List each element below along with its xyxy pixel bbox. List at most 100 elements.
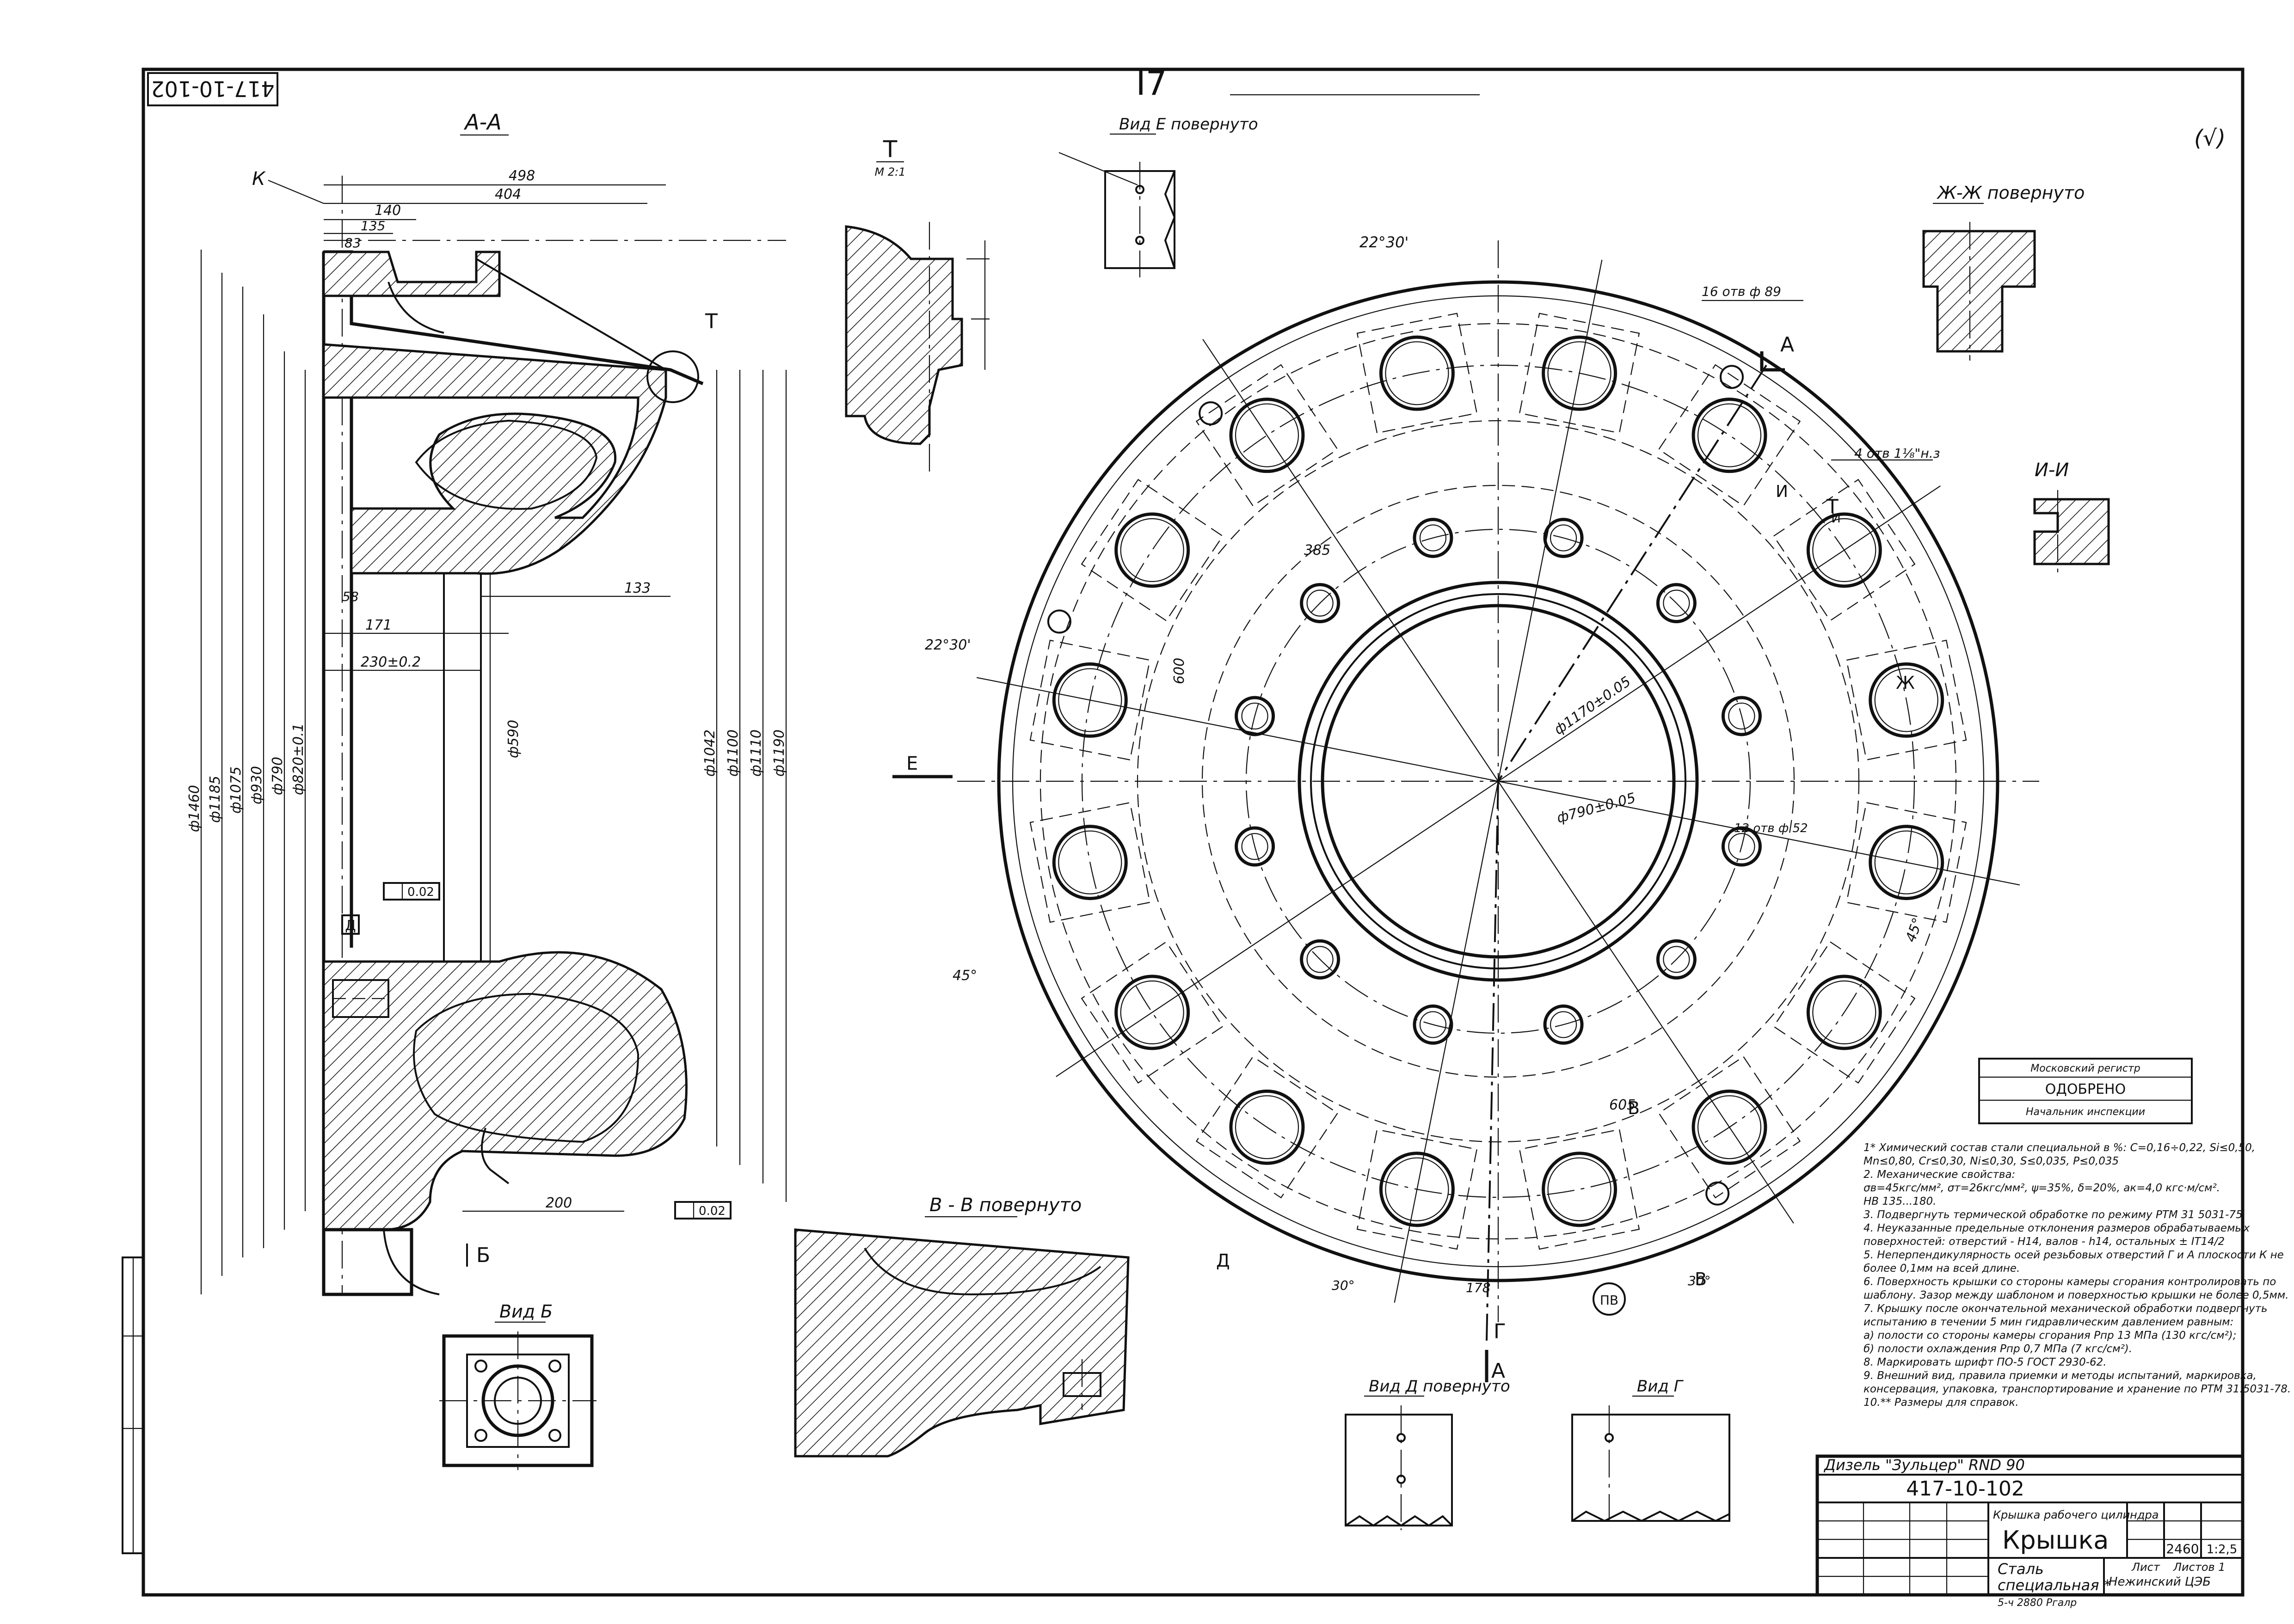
radial-line: [1497, 259, 1603, 782]
plan-r-605: 605: [1609, 1097, 1636, 1113]
stud-hole: [1114, 512, 1190, 588]
dim-58: 58: [342, 589, 359, 604]
dim-dia-590: ф590: [505, 720, 522, 758]
lower-body-section: [322, 951, 688, 1231]
note-line: 4. Неуказанные предельные отклонения раз…: [1863, 1222, 2250, 1234]
plan-label-e: Е: [906, 753, 918, 774]
stud-hole-inner: [1235, 403, 1299, 467]
plan-label-v1: В: [1628, 1098, 1640, 1118]
title-sheets: Листов 1: [2173, 1561, 2226, 1574]
title-plant: Нежинский ЦЭБ: [2109, 1575, 2211, 1589]
valve-hole-inner: [1419, 1011, 1447, 1038]
radial-line: [1498, 780, 2020, 886]
dim-dia-790: ф790: [270, 757, 286, 795]
valve-hole-inner: [1728, 833, 1755, 860]
roughness-mark: (√): [2194, 125, 2226, 151]
approval-stamp: Московский регистр ОДОБРЕНО Начальник ин…: [1978, 1058, 2193, 1124]
note-line: σв=45кгс/мм², σт=26кгс/мм², ψ=35%, δ=20%…: [1863, 1182, 2220, 1194]
plan-ang-1: 22°30': [1359, 233, 1408, 251]
stud-hole: [1379, 335, 1455, 411]
stud-hole-inner: [1547, 341, 1611, 405]
title-material-1: Сталь: [1998, 1560, 2044, 1578]
stud-hole: [1806, 512, 1882, 588]
dim-dia-1100: ф1100: [725, 729, 741, 777]
dim-dia-930: ф930: [249, 766, 265, 804]
dim-171: 171: [365, 617, 392, 633]
detail-t-title: Т: [883, 136, 898, 163]
valve-hole-inner: [1728, 702, 1755, 730]
plan-r-385: 385: [1304, 542, 1330, 558]
valve-hole-inner: [1419, 524, 1447, 552]
stud-hole: [1379, 1152, 1455, 1227]
detail-t-section: [845, 225, 963, 445]
section-i-title: И-И: [2035, 460, 2069, 481]
valve-hole: [1300, 939, 1341, 980]
stud-hole-inner: [1812, 980, 1876, 1045]
stud-pocket: [1519, 1129, 1640, 1250]
upper-shell-section: [322, 343, 667, 575]
stud-hole-inner: [1058, 668, 1122, 732]
plan-ang-5: 30°: [1332, 1278, 1355, 1293]
stud-hole: [1691, 1089, 1767, 1165]
dim-dia-820: ф820±0.1: [290, 723, 307, 795]
page-number: I7: [1136, 64, 1167, 103]
perp-tolerance: 0.02: [699, 1204, 726, 1218]
plan-r-178: 178: [1466, 1280, 1490, 1295]
plan-note-holes-2: 4 отв 1⅛"н.з: [1854, 446, 1940, 461]
approval-line-2: ОДОБРЕНО: [2045, 1081, 2126, 1097]
plan-ang-4: 45°: [1903, 916, 1926, 944]
left-stamp-column: [122, 1256, 144, 1554]
title-project: Дизель "Зульцер" RND 90: [1823, 1456, 2025, 1474]
section-aa-dimensions: 498 404 140 135 83 171 230±0.2 133 58 20…: [186, 168, 787, 1294]
view-g-title: Вид Г: [1637, 1377, 1684, 1396]
plan-label-i: И: [1776, 482, 1788, 501]
plan-label-v2: В: [1695, 1269, 1707, 1289]
title-scale: 1:2,5: [2207, 1543, 2238, 1557]
radial-line: [1394, 781, 1499, 1303]
plan-label-i-2: И: [1831, 510, 1841, 526]
note-line: а) полости со стороны камеры сгорания Рп…: [1863, 1330, 2237, 1342]
view-g: Вид Г: [1571, 1377, 1730, 1526]
valve-hole: [1721, 826, 1762, 867]
plan-label-g: Г: [1494, 1320, 1506, 1343]
valve-hole: [1656, 583, 1697, 624]
stud-pocket: [1029, 802, 1150, 923]
dim-200: 200: [546, 1195, 572, 1211]
valve-hole-inner: [1550, 524, 1577, 552]
view-d-title: Вид Д повернуто: [1369, 1377, 1510, 1396]
plan-ang-2: 22°30': [925, 637, 971, 653]
technical-notes: 1* Химический состав стали специальной в…: [1863, 1142, 2291, 1409]
dim-498: 498: [509, 168, 535, 184]
dim-230: 230±0.2: [361, 654, 421, 670]
stud-hole-inner: [1120, 980, 1184, 1045]
top-flange-section: [322, 251, 501, 297]
stud-hole-inner: [1235, 1095, 1299, 1159]
dim-83: 83: [344, 235, 361, 251]
label-k: К: [252, 168, 266, 190]
valve-hole-inner: [1550, 1011, 1577, 1038]
valve-hole: [1656, 939, 1697, 980]
label-d-box: Д: [345, 918, 356, 934]
sheet-frame: [141, 67, 2245, 1597]
plan-ang-6: 30°: [1688, 1273, 1711, 1288]
section-vv: В - В повернуто: [794, 1195, 1130, 1458]
stud-hole: [1869, 825, 1944, 901]
dim-140: 140: [375, 202, 401, 219]
radial-line: [1056, 781, 1499, 1077]
view-b-title: Вид Б: [499, 1301, 553, 1322]
dim-135: 135: [361, 218, 385, 233]
view-e-title: Вид Е повернуто: [1119, 115, 1258, 134]
view-d: Вид Д повернуто: [1345, 1377, 1510, 1530]
stud-hole-inner: [1697, 1095, 1762, 1159]
dim-dia-1042: ф1042: [702, 729, 718, 777]
plan-label-d: Д: [1216, 1250, 1230, 1271]
detail-t-scale: М 2:1: [875, 165, 906, 178]
stud-hole: [1691, 398, 1767, 473]
dim-dia-1110: ф1110: [748, 729, 764, 777]
stud-hole: [1869, 662, 1944, 738]
dim-dia-1190: ф1190: [771, 729, 787, 777]
dim-dia-1185: ф1185: [207, 776, 223, 823]
view-e: Вид Е повернуто: [1058, 115, 1258, 277]
stud-pocket: [1356, 313, 1478, 434]
